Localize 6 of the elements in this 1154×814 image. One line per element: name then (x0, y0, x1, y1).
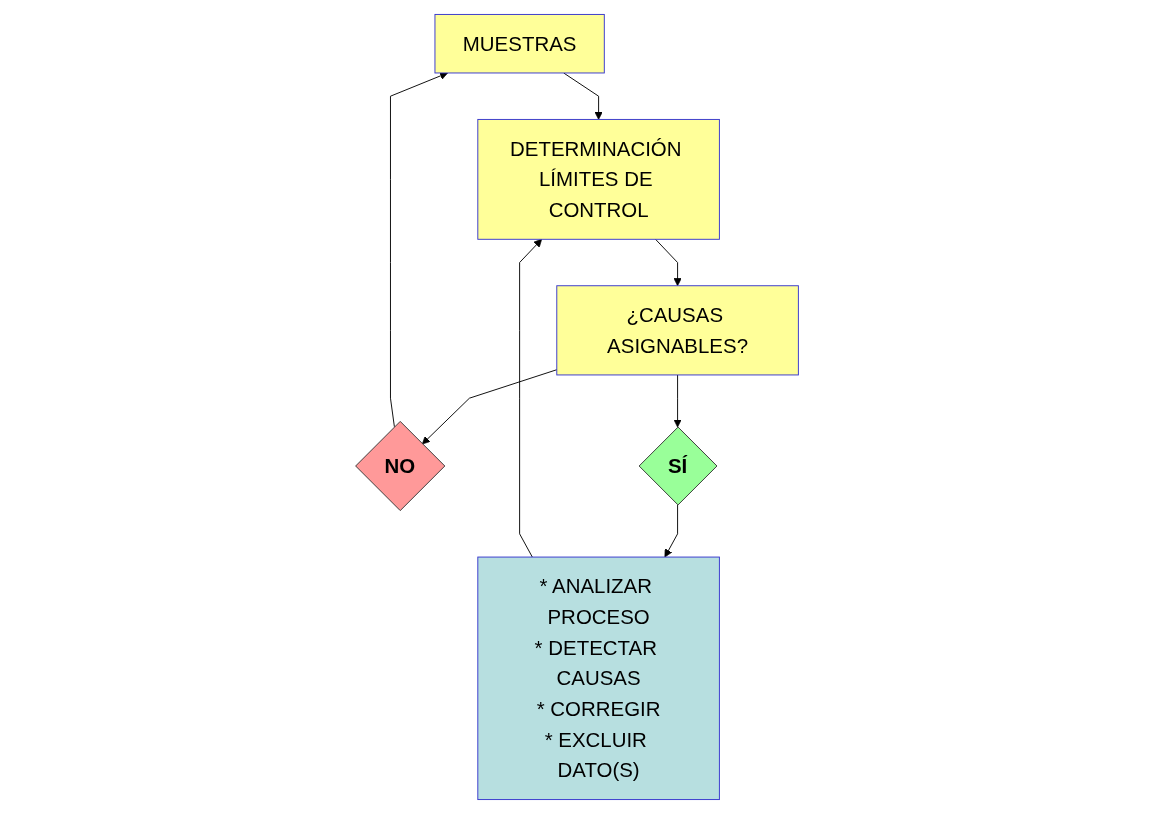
node-box: DETERMINACIÓN LÍMITES DE CONTROL (477, 118, 720, 240)
node-diamond: NO (355, 420, 446, 512)
node-box: ¿CAUSAS ASIGNABLES? (556, 285, 799, 376)
node-box: MUESTRAS (434, 13, 605, 74)
node-box: * ANALIZAR PROCESO * DETECTAR CAUSAS * CORREGIR * EXCLUIR DATO(S) (477, 556, 720, 801)
node-diamond: SÍ (638, 426, 718, 506)
